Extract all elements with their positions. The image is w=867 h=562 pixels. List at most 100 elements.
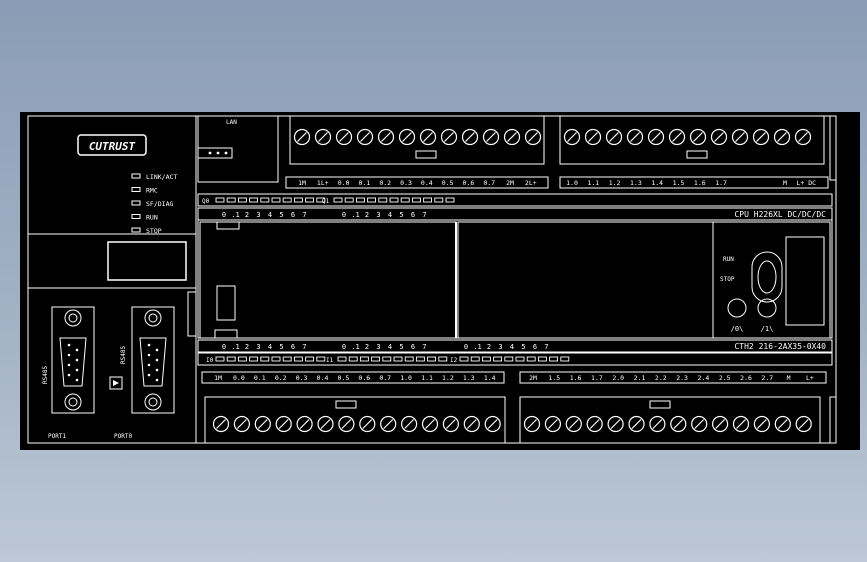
port0-connector[interactable] <box>131 306 175 414</box>
top-label-strip-right <box>559 176 829 189</box>
potentiometer-0[interactable] <box>727 298 747 318</box>
terminal-screw[interactable] <box>296 415 313 433</box>
terminal-screw[interactable] <box>335 128 353 146</box>
terminal-screw[interactable] <box>732 415 750 433</box>
status-led <box>131 187 141 192</box>
run-stop-knob[interactable] <box>757 260 777 294</box>
terminal-screw[interactable] <box>398 128 416 146</box>
terminal-screw[interactable] <box>254 415 271 433</box>
io-led <box>249 356 259 362</box>
terminal-label: 1.2 <box>442 374 454 382</box>
i1-label: I1 <box>326 357 334 364</box>
terminal-screw[interactable] <box>442 415 459 433</box>
terminal-screw[interactable] <box>628 415 645 433</box>
terminal-screw[interactable] <box>607 415 624 433</box>
terminal-screw[interactable] <box>774 415 791 433</box>
io-led <box>549 356 559 362</box>
terminal-screw[interactable] <box>359 415 376 433</box>
terminal-block-bottom-left-tab <box>335 400 357 409</box>
terminal-screw[interactable] <box>212 415 230 433</box>
terminal-screw[interactable] <box>647 128 665 146</box>
terminal-screw[interactable] <box>484 415 501 433</box>
output-led-band <box>197 193 833 207</box>
channel-label: 3 <box>256 343 260 351</box>
i0-label: I0 <box>206 357 214 364</box>
terminal-screw[interactable] <box>773 128 791 146</box>
terminal-screw[interactable] <box>377 128 395 146</box>
terminal-screw[interactable] <box>293 128 311 146</box>
terminal-screw[interactable] <box>586 415 603 433</box>
terminal-screw[interactable] <box>233 415 250 433</box>
terminal-screw[interactable] <box>401 415 418 433</box>
db9-pin <box>147 363 151 367</box>
terminal-screw[interactable] <box>461 128 479 146</box>
terminal-screw[interactable] <box>421 415 439 433</box>
terminal-label: 1.5 <box>548 374 560 382</box>
port0-type: RS485 <box>120 346 127 364</box>
port0-label: PORT0 <box>114 433 132 440</box>
terminal-screw[interactable] <box>605 128 623 146</box>
terminal-screw[interactable] <box>794 128 812 146</box>
io-led <box>382 356 392 362</box>
terminal-screw[interactable] <box>731 128 749 146</box>
terminal-screw[interactable] <box>753 415 771 433</box>
terminal-screw[interactable] <box>795 415 812 433</box>
terminal-label: 1.1 <box>587 179 599 187</box>
channel-label: 3 <box>498 343 502 351</box>
port-panel <box>27 287 197 444</box>
terminal-screw[interactable] <box>275 415 292 433</box>
terminal-screw[interactable] <box>710 128 728 146</box>
io-led <box>293 197 303 203</box>
io-led <box>355 197 365 203</box>
run-stop-switch[interactable] <box>751 251 783 303</box>
db9-pin <box>147 373 151 377</box>
terminal-screw[interactable] <box>670 415 687 433</box>
terminal-label: 1.1 <box>421 374 433 382</box>
terminal-screw[interactable] <box>584 128 602 146</box>
terminal-screw[interactable] <box>691 415 708 433</box>
terminal-screw[interactable] <box>668 128 686 146</box>
warning-arrow-icon <box>113 380 119 386</box>
terminal-screw[interactable] <box>503 128 521 146</box>
terminal-screw[interactable] <box>380 415 397 433</box>
terminal-screw[interactable] <box>752 128 770 146</box>
io-led <box>260 356 270 362</box>
io-led <box>470 356 480 362</box>
terminal-screw[interactable] <box>689 128 707 146</box>
terminal-block-top-right <box>559 115 825 165</box>
db9-pin <box>155 368 159 372</box>
terminal-screw[interactable] <box>626 128 644 146</box>
io-led <box>215 197 225 203</box>
terminal-screw[interactable] <box>523 415 541 433</box>
terminal-screw[interactable] <box>463 415 480 433</box>
terminal-screw[interactable] <box>419 128 437 146</box>
terminal-screw[interactable] <box>482 128 500 146</box>
terminal-screw[interactable] <box>544 415 562 433</box>
terminal-label: 1M <box>214 374 222 382</box>
terminal-screw[interactable] <box>649 415 666 433</box>
io-led <box>393 356 403 362</box>
terminal-label: 2.1 <box>634 374 646 382</box>
terminal-screw[interactable] <box>565 415 582 433</box>
terminal-screw[interactable] <box>524 128 542 146</box>
terminal-screw[interactable] <box>356 128 374 146</box>
terminal-label: 2.3 <box>676 374 688 382</box>
channel-label: 0 <box>464 343 468 351</box>
potentiometer-1[interactable] <box>757 298 777 318</box>
channel-label: 0 <box>342 211 346 219</box>
terminal-label: 1.2 <box>609 179 621 187</box>
terminal-screw[interactable] <box>563 128 581 146</box>
q1-label: Q1 <box>322 198 330 205</box>
terminal-screw[interactable] <box>440 128 458 146</box>
terminal-screw[interactable] <box>711 415 729 433</box>
terminal-label: 1.7 <box>715 179 727 187</box>
terminal-screw[interactable] <box>314 128 332 146</box>
db9-pin <box>67 373 71 377</box>
terminal-screw[interactable] <box>317 415 334 433</box>
terminal-screw[interactable] <box>338 415 355 433</box>
io-led <box>237 197 247 203</box>
port1-connector[interactable] <box>51 306 95 414</box>
terminal-label: 2.7 <box>761 374 773 382</box>
io-led <box>282 197 292 203</box>
terminal-block-bottom-left <box>204 396 506 444</box>
